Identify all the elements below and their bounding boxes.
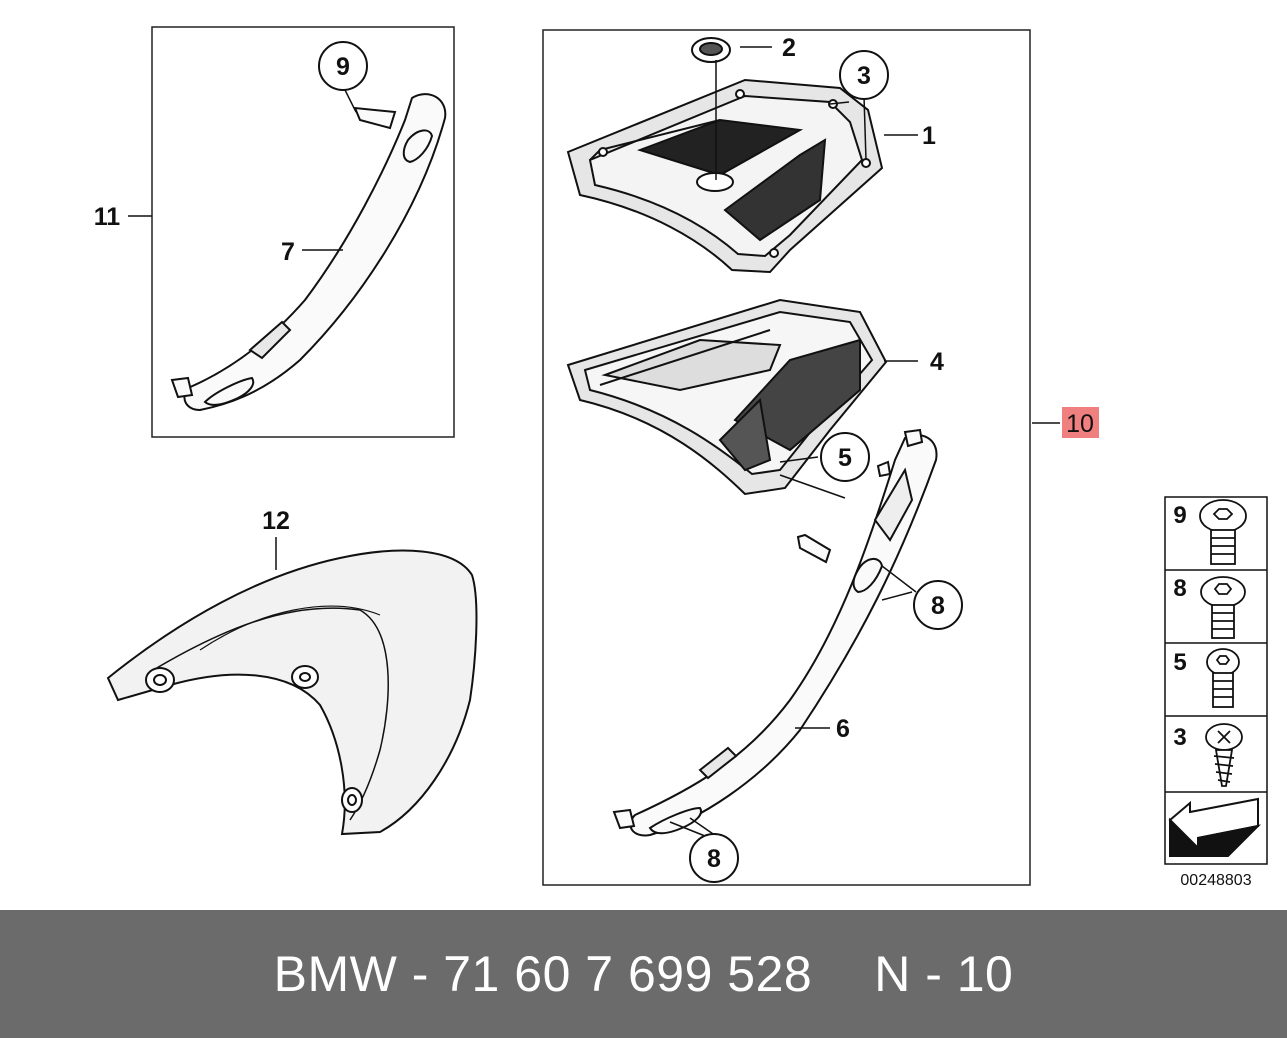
callout-12: 12 — [262, 507, 290, 535]
flange-screw-icon — [1200, 576, 1246, 639]
luggage-rack-group-frame — [542, 29, 1031, 886]
self-tapping-screw-icon — [1205, 723, 1243, 787]
socket-screw-icon — [1206, 648, 1240, 708]
callout-1: 1 — [922, 122, 936, 150]
drawing-number: 00248803 — [1180, 872, 1251, 889]
luggage-carrier-plate-drawing — [566, 78, 884, 274]
direction-arrow-icon — [1168, 797, 1262, 857]
grab-handle-left-drawing — [170, 93, 447, 412]
part-number-label: BMW - 71 60 7 699 528 — [273, 946, 813, 1002]
callout-9: 9 — [336, 53, 350, 81]
callout-circle-8a — [913, 580, 963, 630]
callout-2: 2 — [782, 34, 796, 62]
hardware-legend: 9 8 5 3 — [1164, 496, 1268, 865]
legend-item-8: 8 — [1173, 575, 1186, 602]
callout-3: 3 — [857, 62, 871, 90]
callout-4: 4 — [930, 348, 944, 376]
callout-8-upper: 8 — [931, 592, 945, 620]
parts-diagram: 9 7 11 2 3 1 4 5 8 6 8 12 10 9 8 5 3 — [94, 26, 1268, 889]
callout-11: 11 — [94, 203, 121, 231]
base-rack-drawing — [566, 298, 888, 496]
callout-circles — [318, 41, 963, 883]
diagram-reference-label: N - 10 — [874, 946, 1014, 1002]
cover-panel-drawing — [106, 549, 478, 836]
callout-5: 5 — [838, 444, 852, 472]
torx-screw-icon — [1199, 499, 1247, 565]
legend-item-9: 9 — [1173, 502, 1186, 529]
callout-6: 6 — [836, 715, 850, 743]
legend-item-3: 3 — [1173, 724, 1186, 751]
callout-7: 7 — [281, 238, 295, 266]
part-number-footer: BMW - 71 60 7 699 528 N - 10 — [0, 910, 1287, 1038]
callout-circle-3 — [839, 50, 889, 100]
callout-circle-8b — [689, 833, 739, 883]
callout-10: 10 — [1066, 410, 1094, 438]
callout-circle-9 — [318, 41, 368, 91]
grab-handle-group-frame — [151, 26, 455, 438]
grab-handle-right-drawing — [612, 428, 938, 837]
callout-8-lower: 8 — [707, 845, 721, 873]
legend-item-5: 5 — [1173, 649, 1186, 676]
callout-circle-5 — [820, 432, 870, 482]
callout-10-highlight — [1062, 407, 1099, 438]
nut-drawing — [691, 37, 731, 63]
